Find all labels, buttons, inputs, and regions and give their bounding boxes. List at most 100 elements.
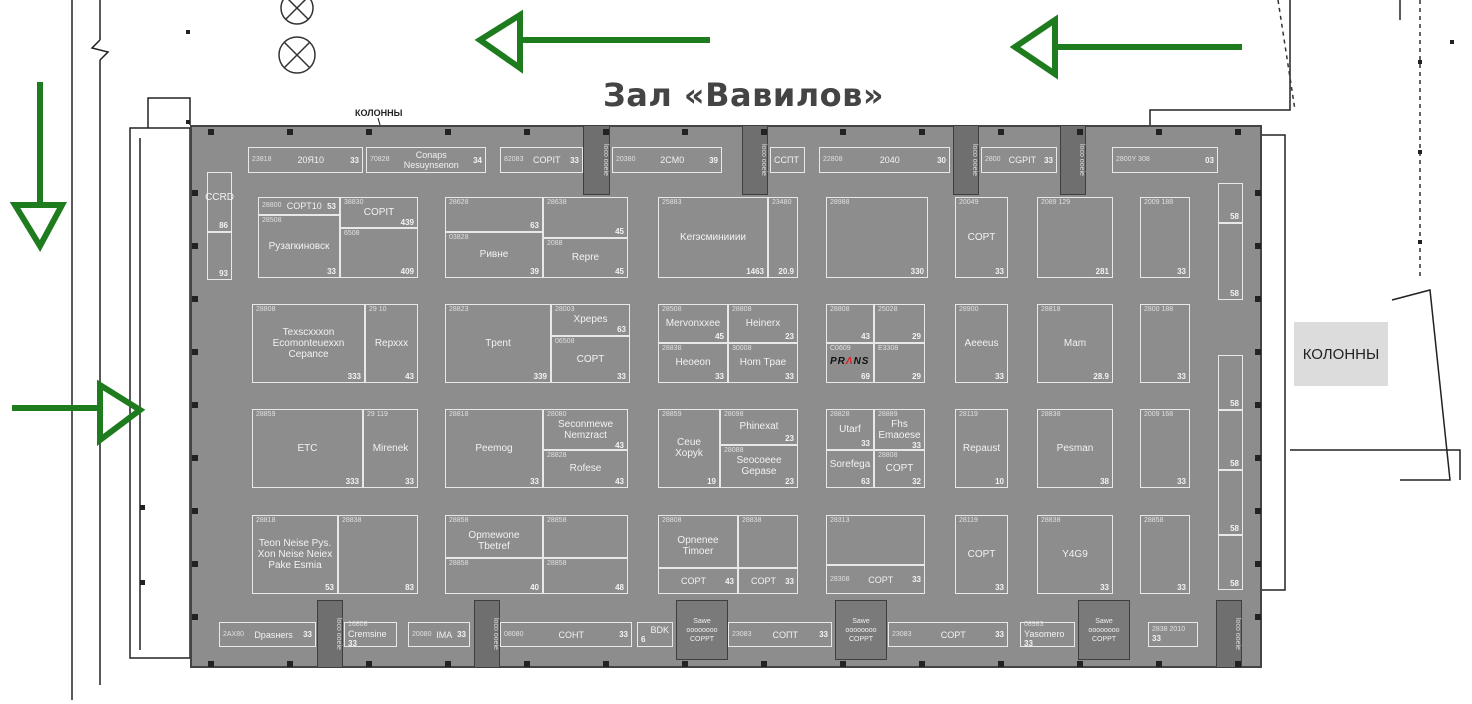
wall-pillar (524, 129, 530, 135)
booth-name (1144, 314, 1186, 372)
wall-pillar (192, 508, 198, 514)
booth-name: COHT (558, 629, 585, 640)
booth[interactable]: 93 (207, 232, 232, 280)
wall-pillar (1255, 349, 1261, 355)
booth[interactable]: 28838 (738, 515, 798, 568)
booth[interactable]: 28858 (543, 515, 628, 558)
booth-name: COPT (967, 231, 996, 243)
booth[interactable]: 58 (1218, 223, 1243, 300)
booth[interactable]: CCПТ (770, 147, 805, 173)
booth[interactable]: 58 (1218, 183, 1243, 223)
booth[interactable]: 58 (1218, 535, 1243, 590)
booth-number: 23083 (732, 630, 752, 638)
stand-text: oooooooo (845, 626, 877, 634)
direction-arrow-icon (9, 9, 1242, 446)
booth-area: 45 (615, 267, 624, 276)
stand-text: oooooooo (686, 626, 718, 634)
booth-number: 28313 (830, 517, 850, 524)
booth-name: CCRD (205, 192, 234, 203)
booth[interactable]: 58 (1218, 355, 1243, 410)
booth-name (344, 238, 414, 267)
booth[interactable]: 58 (1218, 410, 1243, 470)
booth[interactable]: 58 (1218, 470, 1243, 535)
booth-name: COPT (940, 629, 966, 640)
booth[interactable]: 28313 (826, 515, 925, 565)
